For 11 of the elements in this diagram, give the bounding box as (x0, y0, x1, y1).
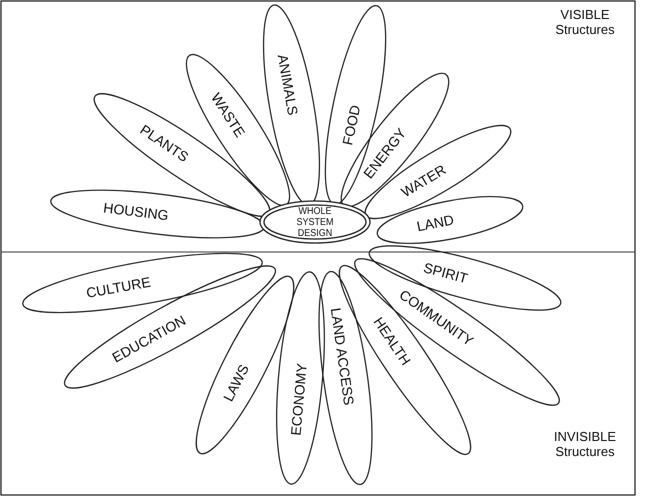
petal-label: ECONOMY (288, 362, 308, 436)
petal-label: HOUSING (102, 200, 169, 222)
petal-label: LAND ACCESS (328, 307, 356, 406)
petal-label: CULTURE (84, 274, 152, 300)
petal-label: FOOD (340, 104, 362, 146)
petal-label: ANIMALS (275, 53, 300, 116)
petal-label: SPIRIT (422, 260, 470, 286)
section-label: INVISIBLE Structures (552, 430, 618, 460)
petal-label: LAND (416, 212, 455, 234)
hub-label: WHOLE SYSTEM DESIGN (296, 206, 334, 238)
section-label: VISIBLE Structures (554, 8, 616, 38)
